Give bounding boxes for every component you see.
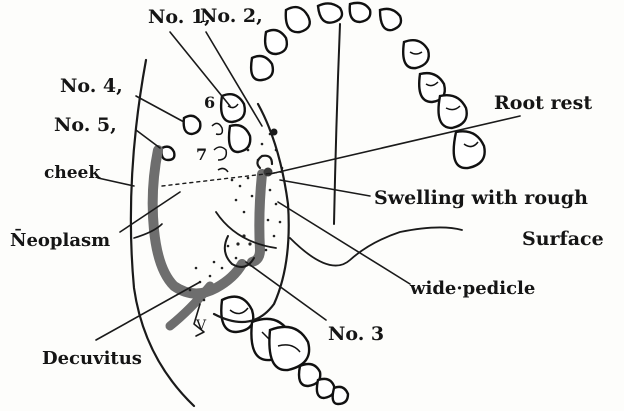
label-decuvitus: Decuvitus [42,348,142,369]
svg-text:V: V [195,318,207,334]
upper-arch-teeth [221,3,485,168]
label-swelling: Swelling with rough [374,187,588,209]
label-tooth-7: 7 [196,145,207,164]
label-surface: Surface [522,228,604,250]
label-root-rest: Root rest [494,92,592,114]
label-no3: No. 3 [328,323,384,345]
lower-jaw-teeth [221,297,348,404]
label-neoplasm: N̄eoplasm [10,229,110,251]
small-teeth-fragments [162,116,228,172]
label-no4: No. 4, [60,75,123,97]
label-no2: No. 2, [200,5,263,27]
label-wide-pedicle: wide·pedicle [409,278,535,299]
labels: No. 1, No. 2, No. 4, No. 5, 6 7 Root res… [10,5,604,369]
label-no5: No. 5, [54,114,117,136]
label-cheek: cheek [44,163,101,183]
label-tooth-6: 6 [204,93,215,112]
